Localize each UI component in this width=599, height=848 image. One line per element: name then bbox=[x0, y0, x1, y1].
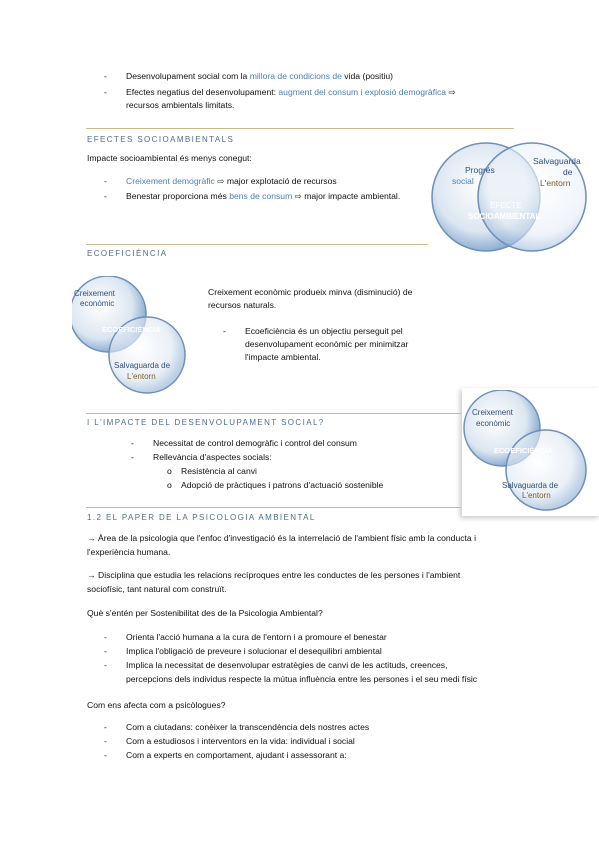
venn2-top-label-2: econòmic bbox=[80, 299, 114, 308]
venn-socioenvironmental-effect: Progrés social Salvaguarda de L'entorn E… bbox=[431, 142, 587, 252]
bullet-ecoefficiency-goal-line-3: l'impacte ambiental. bbox=[245, 352, 321, 362]
venn-ecoefficiency-right: Creixement econòmic ECOEFICIÈNCIA Salvag… bbox=[463, 390, 587, 511]
bullet-demographic-growth: -Creixement demogràfic ⇨ major explotaci… bbox=[104, 176, 337, 186]
venn1-right-label-3: L'entorn bbox=[540, 178, 571, 188]
venn1-left-label-2: social bbox=[452, 176, 474, 186]
venn2-bottom-label-2: L'entorn bbox=[127, 372, 156, 381]
question-psychologists: Com ens afecta com a psicòlogues? bbox=[87, 700, 226, 710]
bullet-as-researchers: -Com a estudiosos i interventors en la v… bbox=[104, 736, 355, 746]
definition-area-line-2: l'experiència humana. bbox=[87, 547, 171, 557]
section-heading-ecoefficiency: ECOEFICIÈNCIA bbox=[87, 249, 168, 258]
venn2-top-label-1: Creixement bbox=[74, 289, 116, 298]
venn2-bottom-label-1: Salvaguarda de bbox=[114, 361, 171, 370]
section-divider bbox=[86, 244, 428, 245]
bullet-negative-effects-cont: recursos ambientals limitats. bbox=[126, 100, 235, 110]
venn3-bottom-label-2: L'entorn bbox=[522, 491, 551, 500]
bullet-orients-action: -Orienta l'acció humana a la cura de l'e… bbox=[104, 632, 387, 642]
section-heading-socioenvironmental: EFECTES SOCIOAMBIENTALS bbox=[87, 135, 235, 144]
section-divider bbox=[86, 128, 514, 129]
bullet-consumer-goods: -Benestar proporciona més bens de consum… bbox=[104, 191, 401, 201]
bullet-negative-effects: -Efectes negatius del desenvolupament: a… bbox=[104, 87, 456, 97]
bullet-demographic-control: -Necessitat de control demogràfic i cont… bbox=[131, 438, 357, 448]
ecoefficiency-para-line-2: recursos naturals. bbox=[208, 300, 277, 310]
question-sustainability: Què s'entén per Sostenibilitat des de la… bbox=[87, 608, 323, 618]
bullet-develop-strategies: -Implica la necessitat de desenvolupar e… bbox=[104, 660, 448, 670]
venn-circle-environment bbox=[477, 142, 587, 252]
venn3-top-label-1: Creixement bbox=[472, 408, 514, 417]
section-divider bbox=[86, 507, 461, 508]
venn1-left-label-1: Progrés bbox=[465, 165, 495, 175]
section-heading-social-impact: I L'IMPACTE DEL DESENVOLUPAMENT SOCIAL? bbox=[87, 418, 325, 427]
ecoefficiency-para-line-1: Creixement econòmic produeix minva (dism… bbox=[208, 287, 413, 297]
bullet-ecoefficiency-goal-line-2: desenvolupament econòmic per minimitzar bbox=[245, 339, 409, 349]
venn-ecoefficiency: Creixement econòmic ECOEFICIÈNCIA Salvag… bbox=[72, 276, 186, 394]
bullet-ecoefficiency-goal: -Ecoeficiència és un objectiu perseguit … bbox=[223, 326, 403, 336]
bullet-as-experts: -Com a experts en comportament, ajudant … bbox=[104, 750, 347, 760]
venn3-center-label: ECOEFICIÈNCIA bbox=[494, 446, 553, 455]
venn3-bottom-label-1: Salvaguarda de bbox=[502, 481, 559, 490]
venn1-center-label-1: EFECTE bbox=[490, 201, 522, 210]
venn1-right-label-2: de bbox=[563, 167, 573, 177]
section-heading-environmental-psychology: 1.2 EL PAPER DE LA PSICOLOGIA AMBIENTAL bbox=[87, 513, 316, 522]
venn-circle-environment bbox=[108, 316, 186, 394]
venn3-top-label-2: econòmic bbox=[476, 419, 510, 428]
bullet-development-positive: -Desenvolupament social com la millora d… bbox=[104, 71, 394, 81]
socioenvironmental-intro: Impacte socioambiental és menys conegut: bbox=[87, 153, 252, 163]
definition-discipline-line-1: → Disciplina que estudia les relacions r… bbox=[87, 570, 461, 580]
bullet-develop-strategies-line-2: percepcions dels individus respecte la m… bbox=[126, 674, 478, 684]
venn1-center-label-2: SOCIOAMBIENTAL bbox=[468, 212, 540, 221]
venn1-right-label-1: Salvaguarda bbox=[533, 156, 581, 166]
venn-circle-environment bbox=[505, 429, 587, 511]
bullet-foresee-imbalance: -Implica l'obligació de preveure i soluc… bbox=[104, 646, 382, 656]
bullet-social-aspects: -Rellevància d'aspectes socials: bbox=[131, 452, 272, 462]
bullet-as-citizens: -Com a ciutadans: conèixer la transcendè… bbox=[104, 722, 370, 732]
definition-discipline-line-2: sociofísic, tant natural com construït. bbox=[87, 584, 227, 594]
definition-area-line-1: → Àrea de la psicologia que l'enfoc d'in… bbox=[87, 533, 476, 543]
venn2-center-label: ECOEFICIÈNCIA bbox=[102, 325, 161, 334]
section-divider bbox=[86, 413, 461, 414]
